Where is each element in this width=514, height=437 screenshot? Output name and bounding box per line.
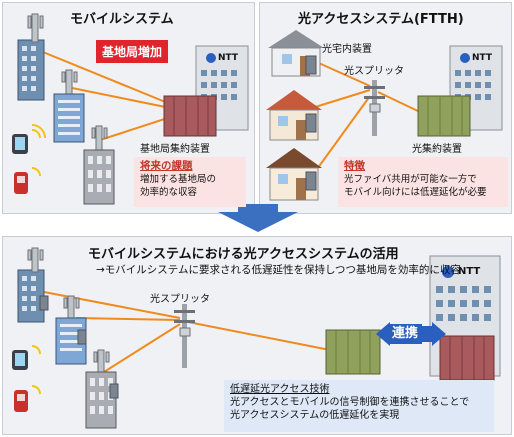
antenna-icon — [27, 13, 44, 43]
optical-splitter-pole-icon — [174, 304, 195, 368]
optical-splitter-label: 光スプリッタ — [344, 66, 404, 77]
future-issue-line: 増加する基地局の — [140, 174, 217, 185]
base-station-aggregator-icon — [439, 335, 495, 381]
feature-line: 光ファイバ共用が可能な一方で — [344, 174, 477, 185]
low-latency-tech-note: 低遅延光アクセス技術 光アクセスとモバイルの信号制御を連携させることで 光アクセ… — [224, 380, 494, 432]
ftth-system-title: 光アクセスシステム(FTTH) — [298, 12, 464, 27]
antenna-icon — [61, 69, 78, 95]
ntt-logo-text: NTT — [472, 53, 493, 63]
ntt-building-icon — [195, 45, 249, 131]
ntt-logo-text: NTT — [218, 53, 239, 63]
antenna-icon — [91, 125, 108, 151]
base-station-aggregator-label: 基地局集約装置 — [140, 144, 210, 155]
building-icon — [17, 269, 45, 323]
flip-phone-icon — [14, 167, 41, 194]
building-icon — [53, 93, 85, 143]
future-issue-note: 将来の課題 増加する基地局の 効率的な収容 — [134, 157, 246, 207]
future-issue-line: 効率的な収容 — [140, 187, 198, 198]
building-icon — [17, 39, 45, 101]
feature-line: モバイル向けには低遅延化が必要 — [344, 187, 487, 198]
low-latency-tech-line: 光アクセスシステムの低遅延化を実現 — [230, 410, 400, 421]
future-issue-heading: 将来の課題 — [140, 160, 193, 172]
down-arrow-icon — [218, 212, 298, 232]
antenna-icon — [63, 295, 80, 321]
link-badge: 連携 — [388, 324, 423, 344]
down-arrow-shaft — [238, 204, 278, 214]
optical-network-unit-icon — [39, 295, 119, 399]
optical-aggregator-label: 光集約装置 — [412, 144, 462, 155]
building-icon — [83, 149, 115, 205]
building-icon — [85, 371, 117, 429]
optical-splitter-label: 光スプリッタ — [150, 294, 210, 305]
optical-aggregator-icon — [325, 329, 381, 375]
combined-system-title: モバイルシステムにおける光アクセスシステムの活用 — [88, 247, 399, 262]
ntt-building-icon — [449, 45, 503, 131]
mobile-system-title: モバイルシステム — [70, 12, 174, 27]
home-device-label: 光宅内装置 — [322, 44, 372, 55]
base-station-increase-badge: 基地局増加 — [96, 40, 169, 63]
smartphone-icon — [12, 345, 41, 370]
optical-splitter-pole-icon — [364, 80, 385, 136]
optical-network-unit-icon — [305, 55, 317, 191]
low-latency-tech-line: 光アクセスとモバイルの信号制御を連携させることで — [230, 397, 470, 408]
antenna-icon — [27, 247, 44, 273]
flip-phone-icon — [14, 385, 41, 412]
combined-system-subtitle: →モバイルシステムに要求される低遅延性を保持しつつ基地局を効率的に収容 — [96, 264, 461, 276]
ntt-logo-text: NTT — [458, 266, 481, 277]
base-station-aggregator-icon — [163, 95, 217, 137]
low-latency-tech-heading: 低遅延光アクセス技術 — [230, 384, 330, 395]
feature-heading: 特徴 — [344, 160, 365, 172]
smartphone-icon — [12, 124, 46, 154]
optical-aggregator-icon — [417, 95, 471, 137]
feature-note: 特徴 光ファイバ共用が可能な一方で モバイル向けには低遅延化が必要 — [338, 157, 508, 207]
